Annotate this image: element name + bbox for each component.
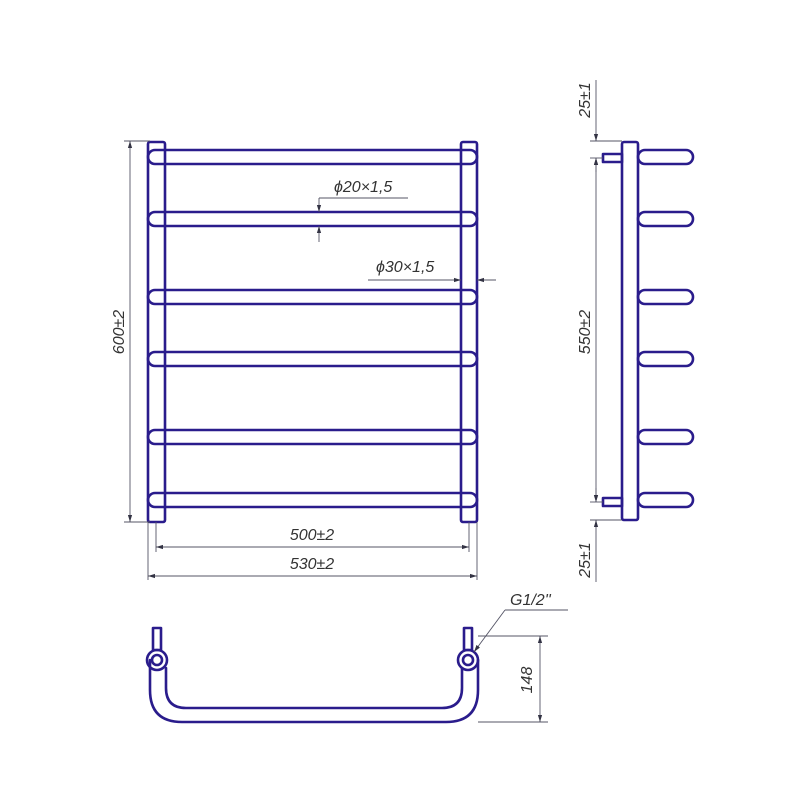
inner-width-label: 500±2: [290, 527, 334, 544]
top-offset-label: 25±1: [577, 82, 594, 118]
pitch-label: 550±2: [577, 310, 594, 354]
thread-callout: G1/2'': [473, 592, 568, 653]
u-rail-outer: [148, 658, 480, 724]
pitch-dimension: 550±2: [577, 158, 599, 502]
crossbar: [146, 288, 479, 306]
bar-dia-label: ϕ20×1,5: [334, 179, 392, 196]
crossbar: [146, 350, 479, 368]
inlet-stub-top: [601, 152, 624, 164]
top-offset-dimension: 25±1: [577, 80, 622, 172]
bottom-offset-dimension: 25±1: [577, 488, 622, 582]
bottom-offset-label: 25±1: [577, 542, 594, 578]
crossbars: [146, 148, 479, 509]
crossbar: [146, 491, 479, 509]
inner-width-dimension: 500±2: [155, 522, 470, 552]
right-post: [459, 140, 479, 524]
bar-diameter-callout: ϕ20×1,5: [316, 179, 408, 242]
side-bar: [636, 350, 695, 368]
side-bar: [636, 210, 695, 228]
side-bars: [636, 148, 695, 509]
crossbar: [146, 210, 479, 228]
side-bar: [636, 428, 695, 446]
side-bar: [636, 148, 695, 166]
crossbar: [146, 428, 479, 446]
left-fitting: [145, 626, 169, 672]
front-view: 600±2 ϕ20×1,5 ϕ30×1,5 500±2 530±2: [111, 140, 496, 580]
inlet-stub-bottom: [601, 496, 624, 508]
side-post: [620, 140, 640, 522]
height-dim-label: 600±2: [111, 310, 128, 354]
height-dimension: 600±2: [111, 140, 150, 523]
post-diameter-callout: ϕ30×1,5: [368, 259, 496, 283]
left-post: [146, 140, 167, 524]
right-fitting: [456, 626, 480, 672]
side-view: 25±1 550±2 25±1: [577, 80, 695, 582]
post-dia-label: ϕ30×1,5: [376, 259, 434, 276]
crossbar: [146, 148, 479, 166]
u-rail-inner: [164, 666, 464, 710]
outer-width-label: 530±2: [290, 556, 334, 573]
depth-label: 148: [519, 667, 536, 694]
side-bar: [636, 491, 695, 509]
top-view: G1/2'' 148: [145, 592, 568, 724]
depth-dimension: 148: [478, 635, 548, 723]
outer-width-dimension: 530±2: [147, 522, 478, 580]
side-bar: [636, 288, 695, 306]
thread-label: G1/2'': [510, 592, 552, 609]
